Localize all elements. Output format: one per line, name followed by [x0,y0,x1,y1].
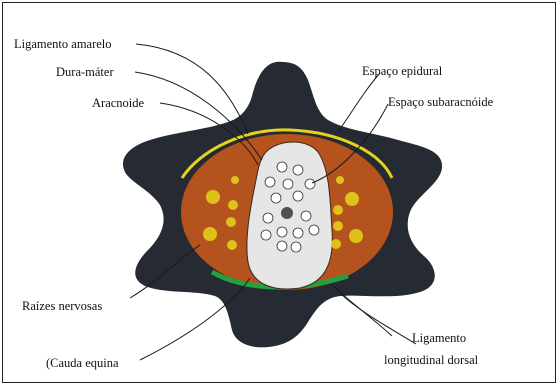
label-ligamento-longitudinal-1: Ligamento [412,331,466,345]
label-ligamento-longitudinal-2: longitudinal dorsal [384,353,479,367]
spinal-cord-center [281,207,293,219]
label-espaco-subaracnoide: Espaço subaracnóide [388,95,494,109]
label-cauda-equina: (Cauda equina [46,356,119,370]
label-raizes-nervosas: Raízes nervosas [22,299,102,313]
label-ligamento-amarelo: Ligamento amarelo [14,37,112,51]
label-dura-mater: Dura-máter [56,65,114,79]
label-espaco-epidural: Espaço epidural [362,64,443,78]
label-aracnoide: Aracnoide [92,96,145,110]
